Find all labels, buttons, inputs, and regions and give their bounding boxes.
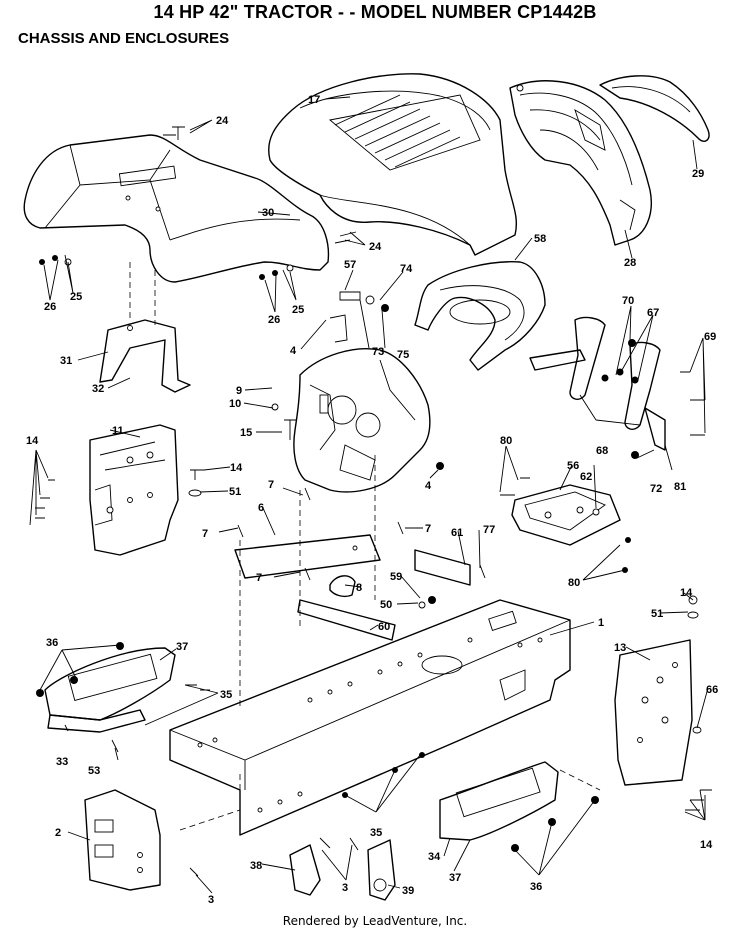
part-bracket-39 [367, 839, 396, 901]
callout-7: 7 [202, 528, 208, 540]
callout-25: 25 [292, 304, 304, 316]
callout-15: 15 [240, 427, 252, 439]
callout-1: 1 [598, 617, 604, 629]
callout-26: 26 [44, 301, 56, 313]
callout-77: 77 [483, 524, 495, 536]
callout-9: 9 [236, 385, 242, 397]
callout-29: 29 [692, 168, 704, 180]
callout-60: 60 [378, 621, 390, 633]
callout-3: 3 [342, 882, 348, 894]
callout-69: 69 [704, 331, 716, 343]
callout-30: 30 [262, 207, 274, 219]
assembly-lines [129, 262, 601, 831]
part-seat-arms [529, 316, 666, 451]
callout-66: 66 [706, 684, 718, 696]
callout-80: 80 [500, 435, 512, 447]
callout-67: 67 [647, 307, 659, 319]
callout-11: 11 [112, 425, 124, 437]
callout-61: 61 [451, 527, 463, 539]
callout-36: 36 [530, 881, 542, 893]
callout-33: 33 [56, 756, 68, 768]
callout-59: 59 [390, 571, 402, 583]
part-frame [169, 599, 571, 836]
callout-35: 35 [370, 827, 382, 839]
part-front-panel [84, 789, 161, 891]
callout-73: 73 [372, 346, 384, 358]
callout-14: 14 [230, 462, 243, 474]
callout-51: 51 [229, 486, 241, 498]
callout-labels: 17 24 29 30 24 28 58 57 74 26 25 26 25 7… [26, 94, 718, 906]
callout-39: 39 [402, 885, 414, 897]
part-grille [599, 75, 710, 142]
callout-8: 8 [356, 582, 362, 594]
fasteners [35, 126, 712, 877]
part-left-side-panel [89, 424, 179, 556]
callout-51: 51 [651, 608, 663, 620]
callout-14: 14 [680, 587, 693, 599]
callout-74: 74 [400, 263, 413, 275]
part-seat-bracket [511, 484, 621, 546]
callout-37: 37 [176, 641, 188, 653]
callout-26: 26 [268, 314, 280, 326]
callout-56: 56 [567, 460, 579, 472]
callout-4: 4 [425, 480, 432, 492]
callout-37: 37 [449, 872, 461, 884]
callout-35: 35 [220, 689, 232, 701]
callout-57: 57 [344, 259, 356, 271]
part-right-footrest [439, 761, 559, 841]
callout-7: 7 [268, 479, 274, 491]
part-dash-panel [509, 80, 652, 246]
callout-7: 7 [256, 572, 262, 584]
part-dash-tower [293, 348, 431, 493]
part-fender [23, 134, 330, 283]
callout-68: 68 [596, 445, 608, 457]
part-plate-61 [414, 549, 471, 586]
callout-6: 6 [258, 502, 264, 514]
callout-81: 81 [674, 481, 686, 493]
callout-32: 32 [92, 383, 104, 395]
callout-2: 2 [55, 827, 61, 839]
callout-24: 24 [369, 241, 382, 253]
callout-75: 75 [397, 349, 409, 361]
part-left-footrest [44, 647, 176, 733]
footer-credit: Rendered by LeadVenture, Inc. [282, 914, 468, 928]
callout-7: 7 [425, 523, 431, 535]
callout-34: 34 [428, 851, 441, 863]
callout-72: 72 [650, 483, 662, 495]
part-right-side-panel [614, 639, 693, 786]
page-title: 14 HP 42" TRACTOR - - MODEL NUMBER CP144… [153, 2, 597, 22]
callout-13: 13 [614, 642, 626, 654]
part-plate-60 [297, 599, 396, 641]
callout-25: 25 [70, 291, 82, 303]
callout-31: 31 [60, 355, 72, 367]
callout-3: 3 [208, 894, 214, 906]
callout-38: 38 [250, 860, 262, 872]
callout-80: 80 [568, 577, 580, 589]
part-floor-plate [234, 534, 381, 579]
part-clip [329, 575, 356, 598]
callout-10: 10 [229, 398, 241, 410]
callout-50: 50 [380, 599, 392, 611]
callout-36: 36 [46, 637, 58, 649]
callout-58: 58 [534, 233, 546, 245]
callout-70: 70 [622, 295, 634, 307]
callout-4: 4 [290, 345, 297, 357]
callout-14: 14 [700, 839, 713, 851]
part-bracket [99, 319, 191, 393]
callout-28: 28 [624, 257, 636, 269]
callout-24: 24 [216, 115, 229, 127]
part-seat-pan [414, 261, 546, 371]
section-title: CHASSIS AND ENCLOSURES [18, 30, 230, 47]
leader-lines [29, 96, 709, 894]
callout-14: 14 [26, 435, 39, 447]
callout-17: 17 [308, 94, 320, 106]
part-bracket-38 [289, 844, 321, 896]
callout-62: 62 [580, 471, 592, 483]
part-hood [268, 73, 518, 256]
callout-53: 53 [88, 765, 100, 777]
